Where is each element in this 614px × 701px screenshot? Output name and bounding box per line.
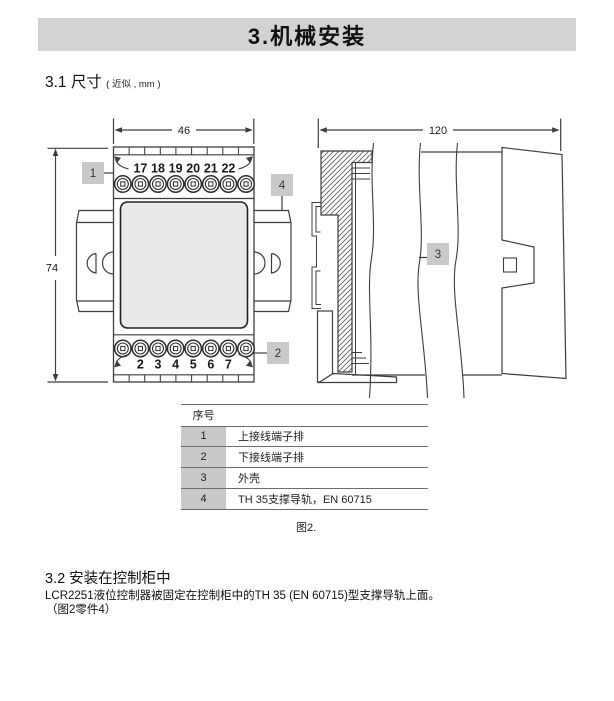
part-number: 2 <box>181 447 226 468</box>
terminal-number: 20 <box>186 162 200 176</box>
dim-120-label: 120 <box>429 125 447 137</box>
parts-table-header-label: 序号 <box>192 410 215 423</box>
terminal-screw <box>201 339 220 358</box>
dim-46-label: 46 <box>178 125 190 137</box>
terminal-screw <box>149 175 167 193</box>
break-line-icon <box>368 142 375 399</box>
dim-height-74: 74 <box>46 147 108 383</box>
face-cutout <box>502 257 518 273</box>
part-number: 1 <box>181 426 226 447</box>
terminal-screw <box>113 339 132 358</box>
terminal-screw <box>131 339 150 358</box>
dim-depth-120: 120 <box>317 118 562 151</box>
parts-table-header: 序号 <box>181 405 428 427</box>
terminal-screw <box>237 175 255 193</box>
terminal-screw <box>166 339 185 358</box>
technical-drawing: 46 74 <box>46 118 567 399</box>
terminal-screw <box>149 339 167 358</box>
part-number: 3 <box>181 468 226 488</box>
terminal-number: 5 <box>190 358 197 372</box>
side-view: 120 <box>311 118 567 399</box>
dim-74-label: 74 <box>46 263 58 275</box>
parts-table: 序号 1 上接线端子排 2 下接线端子排 3 外壳 4 TH 35支撑导轨，EN… <box>181 404 428 510</box>
part-description: 外壳 <box>238 472 260 485</box>
rear-wall-section <box>320 150 373 373</box>
part-description: 下接线端子排 <box>238 452 304 465</box>
rail-slot-left <box>86 252 97 274</box>
table-row: 1 上接线端子排 <box>181 426 428 448</box>
callout-1: 1 <box>82 162 114 184</box>
terminal-screw <box>166 175 185 193</box>
callout-2-label: 2 <box>275 348 281 360</box>
dim-width-46: 46 <box>112 118 255 144</box>
callout-1-label: 1 <box>90 168 96 180</box>
callout-3: 3 <box>419 243 449 265</box>
callout-4: 4 <box>271 174 293 211</box>
section-31-heading-note: ( 近似 , mm ) <box>106 79 161 90</box>
front-view: 46 74 <box>46 118 293 383</box>
display-window <box>119 201 249 329</box>
break-line-icon <box>417 142 429 399</box>
break-lines <box>368 142 465 399</box>
table-row: 4 TH 35支撑导轨，EN 60715 <box>181 488 428 510</box>
part-description: TH 35支撑导轨，EN 60715 <box>238 493 372 506</box>
top-terminal-row: 17 18 19 20 21 22 <box>113 156 255 193</box>
section-32-body: LCR2251液位控制器被固定在控制柜中的TH 35 (EN 60715)型支撑… <box>45 590 440 602</box>
terminal-number: 6 <box>207 358 214 372</box>
clip-lever <box>316 372 398 384</box>
terminal-number: 21 <box>204 162 218 176</box>
table-row: 2 下接线端子排 <box>181 447 428 469</box>
rail-slot-right <box>270 252 281 274</box>
terminal-screw <box>113 175 132 193</box>
terminal-screw <box>201 175 220 193</box>
terminal-screw <box>131 175 150 193</box>
callout-3-label: 3 <box>435 249 441 261</box>
terminal-screw <box>184 175 203 193</box>
section-32-note: （图2零件4） <box>46 604 117 616</box>
bottom-terminal-row: 2 3 4 5 6 7 <box>113 339 255 372</box>
callout-2: 2 <box>254 342 289 364</box>
terminal-number: 22 <box>221 162 235 176</box>
section-32-heading: 3.2 安装在控制柜中 <box>45 571 171 587</box>
part-number: 4 <box>181 488 226 509</box>
terminal-number: 2 <box>137 358 144 372</box>
terminal-number: 19 <box>169 162 183 176</box>
terminal-number: 17 <box>133 162 147 176</box>
internal-detail-lines <box>352 163 370 374</box>
part-description: 上接线端子排 <box>238 431 304 444</box>
terminal-screw <box>219 175 238 193</box>
terminal-number: 4 <box>172 358 179 372</box>
terminal-screw <box>237 339 255 358</box>
din-rail-left <box>75 209 114 313</box>
terminal-screw <box>184 339 203 358</box>
figure-caption: 图2. <box>296 522 317 534</box>
page-title: 3.机械安装 <box>38 18 576 51</box>
housing-side-face <box>501 146 567 380</box>
callout-4-label: 4 <box>279 180 286 192</box>
break-line-icon <box>453 142 465 399</box>
section-31-heading-text: 3.1 尺寸 <box>45 74 102 91</box>
terminal-number: 18 <box>151 162 165 176</box>
table-row: 3 外壳 <box>181 468 428 489</box>
terminal-number: 3 <box>155 358 162 372</box>
rail-cross-section <box>311 202 321 309</box>
terminal-number: 7 <box>225 358 232 372</box>
section-31-heading: 3.1 尺寸 ( 近似 , mm ) <box>45 70 161 92</box>
terminal-screw <box>219 339 238 358</box>
din-rail-right <box>253 209 292 313</box>
release-clip <box>316 310 398 384</box>
